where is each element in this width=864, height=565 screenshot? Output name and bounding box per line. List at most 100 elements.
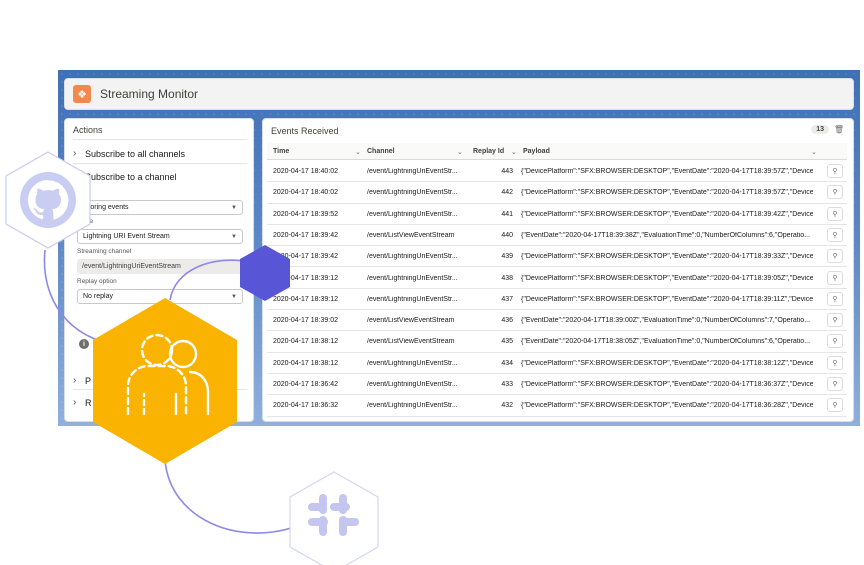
cell-time: 2020-04-17 18:40:02 [273,168,338,175]
zoom-icon[interactable]: ⚲ [827,377,843,391]
accordion-label: Subscribe to a channel [85,171,177,182]
zoom-icon[interactable]: ⚲ [827,227,843,242]
cell-channel: /event/ListViewEventStream [367,338,455,346]
zoom-icon[interactable]: ⚲ [827,334,843,349]
zoom-icon[interactable]: ⚲ [827,249,843,264]
column-replay-id[interactable]: Replay Id [473,148,505,155]
zoom-icon[interactable]: ⚲ [827,185,843,200]
event-count-badge: 13 [811,125,829,134]
event-name-select[interactable]: Lightning URI Event Stream ▼ [77,229,243,244]
zoom-icon[interactable]: ⚲ [827,164,843,178]
zoom-icon[interactable]: ⚲ [827,291,843,306]
accordion-collapsed-2[interactable]: › R [73,397,247,408]
zoom-icon[interactable]: ⚲ [827,270,843,285]
actions-panel: Actions › Subscribe to all channels ⌄ Su… [64,118,254,422]
table-header: Time ⌄ Channel ⌄ Replay Id ⌄ Payload ⌄ [267,143,847,160]
zoom-icon[interactable]: ⚲ [827,206,843,221]
trash-icon[interactable]: 🗑 [833,125,844,134]
table-row[interactable]: 2020-04-17 18:36:42/event/LightningUriEv… [267,374,847,396]
caret-down-icon: ▼ [231,293,237,300]
divider [73,163,247,164]
cell-channel: /event/ListViewEventStream [367,231,455,239]
cell-time: 2020-04-17 18:39:12 [273,295,338,303]
select-value: No replay [83,293,113,300]
type-label: type [77,189,90,196]
column-channel[interactable]: Channel [367,148,395,155]
table-row[interactable]: 2020-04-17 18:39:42/event/LightningUriEv… [267,246,847,268]
table-row[interactable]: 2020-04-17 18:39:12/event/LightningUriEv… [267,289,847,311]
cell-replay-id: 442 [501,189,513,197]
actions-title: Actions [73,125,103,135]
table-row[interactable]: 2020-04-17 18:40:02/event/LightningUriEv… [267,182,847,204]
salesforce-window: ❖ Streaming Monitor Actions › Subscribe … [58,70,860,426]
caret-down-icon: ▼ [231,204,237,211]
table-row[interactable]: 2020-04-17 18:39:42/event/ListViewEventS… [267,225,847,247]
cell-payload: {"DevicePlatform":"SFX:BROWSER:DESKTOP",… [521,359,813,367]
chevron-down-icon[interactable]: ⌄ [511,149,517,156]
table-row[interactable]: 2020-04-17 18:40:02/event/LightningUriEv… [267,161,847,183]
cell-time: 2020-04-17 18:39:02 [273,317,338,325]
zoom-icon[interactable]: ⚲ [827,398,843,413]
accordion-subscribe-one[interactable]: ⌄ Subscribe to a channel [73,171,247,182]
table-row[interactable]: 2020-04-17 18:39:02/event/ListViewEventS… [267,310,847,332]
cell-payload: {"DevicePlatform":"SFX:BROWSER:DESKTOP",… [521,402,813,410]
cell-time: 2020-04-17 18:39:52 [273,210,338,218]
cell-channel: /event/LightningUriEventStr... [367,295,458,303]
chevron-right-icon: › [73,375,77,386]
cell-replay-id: 434 [501,359,513,367]
select-value: Lightning URI Event Stream [83,233,170,240]
select-value: nitoring events [83,204,129,211]
table-row[interactable]: 2020-04-17 18:36:32/event/LightningUriEv… [267,395,847,417]
table-row[interactable]: 2020-04-17 18:39:52/event/LightningUriEv… [267,204,847,225]
chevron-down-icon[interactable]: ⌄ [811,149,817,156]
cell-replay-id: 432 [501,402,513,410]
event-type-select[interactable]: nitoring events ▼ [77,200,243,215]
chevron-right-icon: › [73,397,77,408]
connector-line [164,459,301,534]
cell-time: 2020-04-17 18:38:12 [273,359,338,367]
events-title: Events Received [271,126,339,136]
cell-time: 2020-04-17 18:36:32 [273,402,338,410]
accordion-label: R [85,397,92,408]
cell-replay-id: 436 [501,317,513,325]
cell-time: 2020-04-17 18:36:42 [273,381,338,388]
broadcast-icon: ❖ [73,85,91,103]
cell-replay-id: 438 [501,274,513,282]
cell-payload: {"EventDate":"2020-04-17T18:39:00Z","Eva… [521,317,811,325]
events-panel: Events Received 13 🗑 Time ⌄ Channel ⌄ Re… [262,118,854,422]
accordion-collapsed-1[interactable]: › P [73,375,247,386]
streaming-channel-field: /event/LightningUriEventStream [77,259,243,274]
cell-time: 2020-04-17 18:38:12 [273,338,338,346]
slack-icon [308,494,359,536]
zoom-icon[interactable]: ⚲ [827,355,843,370]
replay-label: Replay option [77,278,117,285]
replay-option-select[interactable]: No replay ▼ [77,289,243,304]
cell-replay-id: 439 [501,253,513,261]
cell-replay-id: 437 [501,295,513,303]
accordion-subscribe-all[interactable]: › Subscribe to all channels [73,148,247,159]
cell-payload: {"DevicePlatform":"SFX:BROWSER:DESKTOP",… [521,295,813,303]
column-time[interactable]: Time [273,148,290,155]
cell-payload: {"DevicePlatform":"SFX:BROWSER:DESKTOP",… [521,168,813,175]
divider [73,389,247,390]
cell-time: 2020-04-17 18:39:42 [273,253,338,261]
cell-replay-id: 440 [501,231,513,239]
table-row[interactable]: 2020-04-17 18:38:12/event/LightningUriEv… [267,353,847,374]
chevron-right-icon: › [73,148,77,159]
cell-payload: {"DevicePlatform":"SFX:BROWSER:DESKTOP",… [521,253,813,261]
column-payload[interactable]: Payload [523,148,550,155]
cell-replay-id: 435 [501,338,513,346]
cell-payload: {"DevicePlatform":"SFX:BROWSER:DESKTOP",… [521,381,813,388]
accordion-label: P [85,375,92,386]
channel-label: Streaming channel [77,248,132,255]
cell-time: 2020-04-17 18:39:42 [273,231,338,239]
cell-channel: /event/LightningUriEventStr... [367,359,458,367]
chevron-down-icon[interactable]: ⌄ [355,149,361,156]
table-row[interactable]: 2020-04-17 18:39:12/event/LightningUriEv… [267,268,847,289]
cell-channel: /event/LightningUriEventStr... [367,168,458,175]
chevron-down-icon[interactable]: ⌄ [457,149,463,156]
table-row[interactable]: 2020-04-17 18:38:12/event/ListViewEventS… [267,331,847,353]
cell-payload: {"EventDate":"2020-04-17T18:38:05Z","Eva… [521,338,811,346]
cell-channel: /event/LightningUriEventStr... [367,253,458,261]
zoom-icon[interactable]: ⚲ [827,313,843,328]
